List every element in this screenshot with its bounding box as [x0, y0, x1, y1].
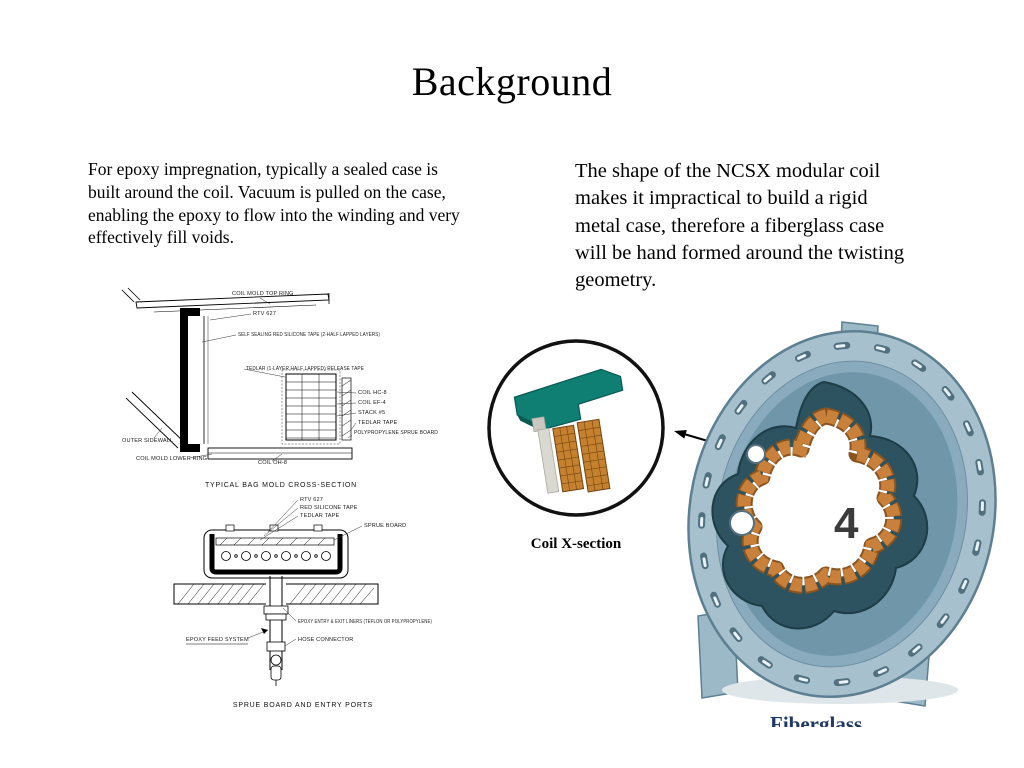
coil-cross-section-drawing [513, 368, 624, 494]
label-epoxy-liners: EPOXY ENTRY & EXIT LINERS (TEFLON OR POL… [298, 619, 432, 625]
bag-mold-cross-section-figure: COIL MOLD TOP RING RTV 627 SELF SEALING … [121, 287, 438, 489]
label-rtv-627: RTV 627 [300, 497, 323, 503]
winding-pack-b [576, 418, 611, 493]
partial-caption: Fiberglass [770, 714, 863, 727]
gray-spacer-strip [537, 427, 560, 494]
slide-title: Background [411, 59, 613, 104]
coil-xsection-inset [487, 339, 665, 517]
mold-top-ring-drawing [121, 287, 330, 313]
outer-sidewall-drawing [125, 391, 185, 449]
teal-case-cap [513, 368, 624, 430]
bag-mold-caption: TYPICAL BAG MOLD CROSS-SECTION [205, 482, 357, 489]
leader-lines [153, 297, 357, 462]
label-polypropylene-sprue-board: POLYPROPYLENE SPRUE BOARD [354, 430, 438, 436]
label-rtv-627: RTV 627 [253, 311, 276, 317]
label-silicone-tape: SELF SEALING RED SILICONE TAPE (2-HALF L… [238, 332, 380, 338]
base-plate-drawing [173, 583, 379, 605]
label-coil-ef: COIL EF-4 [358, 400, 386, 406]
modular-coil-3d-figure: 4 [687, 321, 997, 707]
label-sprue-board: SPRUE BOARD [364, 523, 406, 529]
label-epoxy-feed-system: EPOXY FEED SYSTEM [186, 637, 249, 643]
left-paragraph: For epoxy impregnation, typically a seal… [88, 159, 460, 248]
sprue-board-strip-drawing [341, 377, 352, 441]
label-tedlar-tape: TEDLAR TAPE [358, 420, 397, 426]
coil-number-label: 4 [834, 499, 859, 548]
mold-lower-ring-drawing [207, 447, 353, 460]
epoxy-feed-tube-drawing [263, 576, 289, 686]
mold-sidewall-drawing [180, 308, 209, 452]
arrowhead [674, 430, 687, 439]
leader-lines [247, 499, 363, 647]
label-stack: STACK #5 [358, 410, 385, 416]
sprue-caption: SPRUE BOARD AND ENTRY PORTS [233, 702, 373, 709]
sprue-board-figure: RTV 627 RED SILICONE TAPE TEDLAR TAPE SP… [173, 497, 432, 709]
label-hose-connector: HOSE CONNECTOR [298, 637, 353, 643]
port-hole-upper [746, 444, 766, 464]
mold-tub-drawing [203, 524, 349, 579]
feed-arrowhead [261, 628, 268, 634]
label-coil-oh: COIL OH-8 [258, 460, 287, 466]
label-outer-sidewall: OUTER SIDEWALL [122, 438, 173, 444]
coil-xsection-caption: Coil X-section [530, 536, 622, 552]
winding-pack-a [552, 424, 585, 493]
coil-stack-drawing [281, 369, 341, 445]
port-hole-lower [729, 510, 755, 536]
label-lower-ring: COIL MOLD LOWER RING [136, 456, 207, 462]
copper-winding-band [735, 407, 903, 594]
label-coil-mold-top-ring: COIL MOLD TOP RING [232, 291, 294, 297]
label-release-tape: TEDLAR (1-LAYER HALF LAPPED) RELEASE TAP… [246, 366, 364, 372]
label-coil-hc: COIL HC-8 [358, 390, 387, 396]
right-paragraph: The shape of the NCSX modular coil makes… [575, 160, 905, 291]
label-tedlar-tape: TEDLAR TAPE [300, 513, 339, 519]
label-red-silicone-tape: RED SILICONE TAPE [300, 505, 358, 511]
